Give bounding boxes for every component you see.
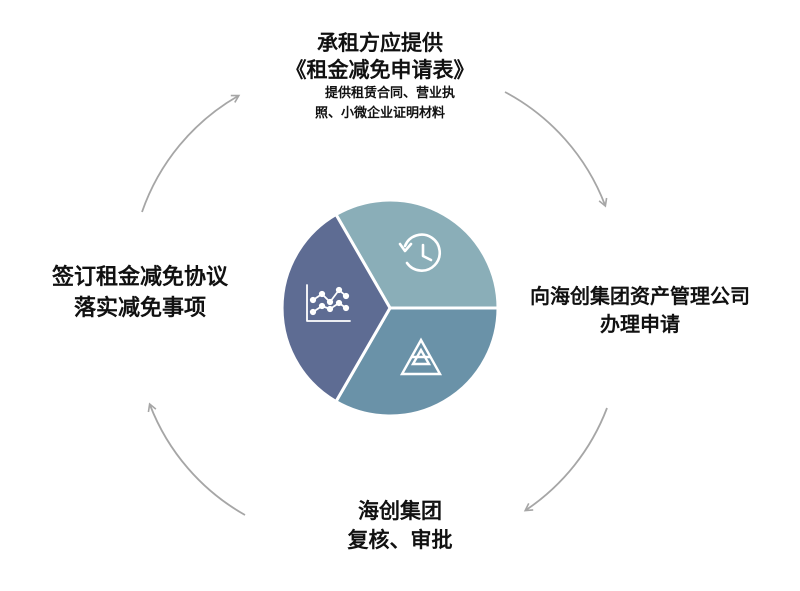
step-left-label: 签订租金减免协议 落实减免事项 bbox=[20, 262, 260, 324]
step-right-label: 向海创集团资产管理公司 办理申请 bbox=[500, 282, 780, 338]
line-chart-icon bbox=[306, 284, 351, 322]
segment-top-right bbox=[333, 198, 500, 310]
step-top-title-line1: 承租方应提供 bbox=[317, 31, 443, 55]
arrow-right-to-bottom bbox=[523, 407, 608, 512]
segment-bottom-right bbox=[333, 306, 500, 418]
step-bottom-label: 海创集团 复核、审批 bbox=[300, 497, 500, 555]
step-top-label: 承租方应提供 《租金减免申请表》 提供租赁合同、营业执 照、小微企业证明材料 bbox=[250, 30, 510, 124]
arrow-left-to-top bbox=[141, 94, 241, 213]
triangle-pyramid-icon bbox=[399, 337, 443, 376]
history-clock-icon bbox=[398, 233, 442, 272]
segment-left bbox=[280, 212, 392, 404]
step-top-note-line1: 提供租赁合同、营业执 bbox=[324, 86, 455, 101]
arrow-bottom-to-left bbox=[147, 402, 246, 516]
step-left-line2: 落实减免事项 bbox=[73, 296, 206, 321]
step-right-line2: 办理申请 bbox=[600, 312, 680, 336]
step-top-title-line2: 《租金减免申请表》 bbox=[285, 58, 475, 82]
step-right-line1: 向海创集团资产管理公司 bbox=[530, 284, 750, 308]
step-left-line1: 签订租金减免协议 bbox=[51, 265, 228, 290]
step-bottom-line2: 复核、审批 bbox=[347, 528, 453, 552]
step-top-note-line2: 照、小微企业证明材料 bbox=[314, 106, 445, 121]
arrow-top-to-right bbox=[504, 91, 608, 208]
step-bottom-line1: 海创集团 bbox=[358, 499, 442, 523]
